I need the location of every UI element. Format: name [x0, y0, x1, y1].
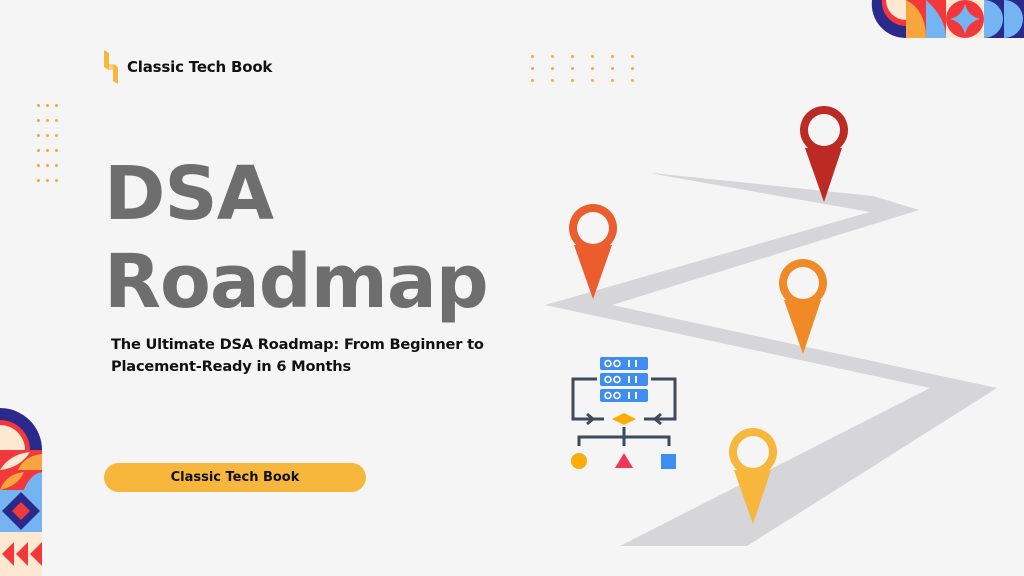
double-bar-logo-icon — [104, 50, 118, 84]
dot-grid-top — [531, 55, 634, 82]
cta-button[interactable]: Classic Tech Book — [104, 463, 366, 492]
page-title: DSA Roadmap — [104, 150, 489, 326]
geometric-pattern-top-right — [871, 0, 1024, 38]
subtitle: The Ultimate DSA Roadmap: From Beginner … — [111, 334, 541, 378]
map-pin-red-icon — [800, 106, 848, 202]
geometric-pattern-bottom-left — [0, 408, 42, 576]
brand[interactable]: Classic Tech Book — [103, 50, 272, 84]
title-line-2: Roadmap — [104, 239, 489, 325]
flowchart-server-icon — [571, 357, 677, 469]
title-line-1: DSA — [104, 151, 274, 237]
road-path — [545, 173, 997, 546]
map-pin-orange-icon — [779, 259, 827, 354]
subtitle-line-2: Placement-Ready in 6 Months — [111, 358, 351, 375]
map-pin-orange-red-icon — [569, 204, 617, 299]
dot-grid-left — [37, 104, 58, 182]
map-pin-yellow-icon — [729, 428, 777, 524]
brand-name: Classic Tech Book — [127, 58, 273, 76]
subtitle-line-1: The Ultimate DSA Roadmap: From Beginner … — [111, 336, 484, 353]
